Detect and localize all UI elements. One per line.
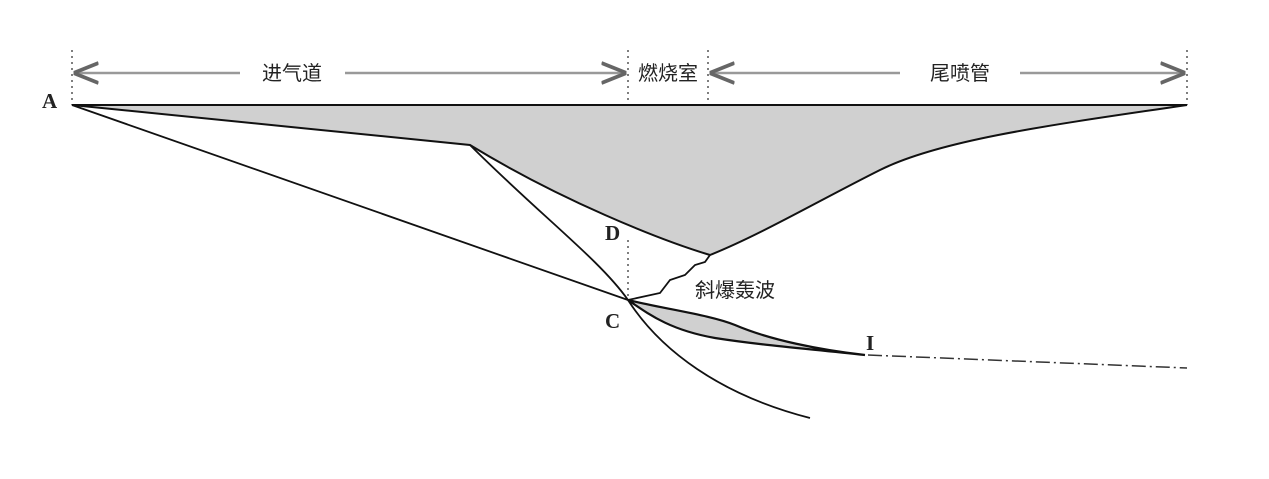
- label-combustor: 燃烧室: [638, 61, 698, 85]
- section-boundaries: [71, 50, 1188, 300]
- label-inlet: 进气道: [262, 61, 322, 85]
- label-wave: 斜爆轰波: [695, 278, 775, 302]
- lens-region: [627, 298, 866, 357]
- line-a-c: [71, 104, 629, 301]
- detonation-wave: [627, 254, 711, 301]
- label-nozzle: 尾喷管: [930, 61, 990, 85]
- point-i: I: [866, 331, 874, 355]
- point-a: A: [42, 89, 58, 113]
- point-c: C: [605, 309, 620, 333]
- point-d: D: [605, 221, 620, 245]
- dash-dot-line: [867, 354, 1188, 369]
- engine-body: [71, 104, 1188, 257]
